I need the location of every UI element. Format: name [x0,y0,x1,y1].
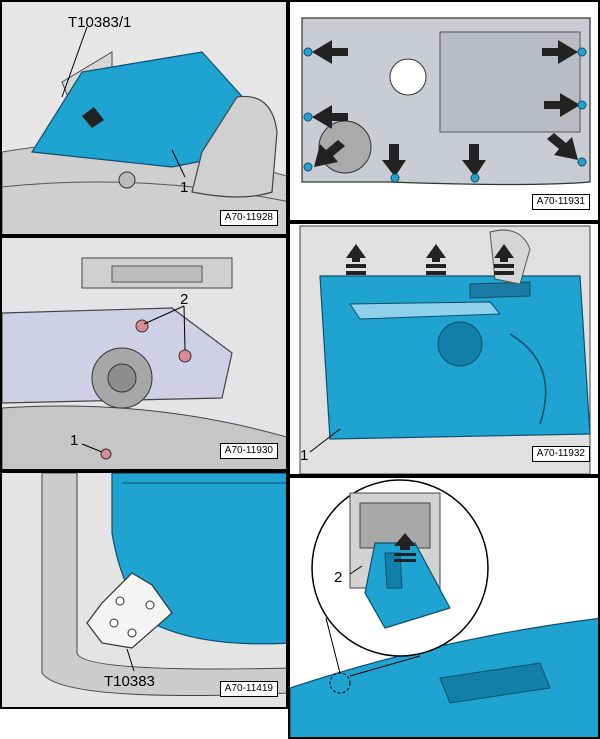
door-handle-illustration [2,2,286,234]
door-speaker-illustration [2,238,286,469]
tool-label-t10383: T10383 [104,673,155,690]
figure-ref: A70-11932 [531,446,590,462]
panel-trim-lift-off: 1 A70-11932 [288,222,600,476]
figure-ref: A70-11930 [219,443,278,459]
panel-release-clip-detail: 2 [288,476,600,739]
item-label-2: 2 [334,569,342,586]
panel1-callouts: T10383/1 1 [68,14,188,196]
panel-door-trim-clips: A70-11931 [288,0,600,222]
door-inner-frame-illustration [290,2,598,220]
panel3-callouts: 2 1 [70,291,188,449]
door-trim-panel-illustration [290,224,598,474]
door-frame-tool-illustration [2,473,286,707]
figure-ref: A70-11419 [219,681,278,697]
figure-ref: A70-11928 [219,210,278,226]
panel-door-handle-removal: T10383/1 1 A70-11928 [0,0,288,236]
panel5-callouts: T10383 [104,673,155,690]
item-label-1: 1 [180,179,188,196]
figure-ref: A70-11931 [531,194,590,210]
item-label-2: 2 [180,291,188,308]
panel-tool-t10383: T10383 A70-11419 [0,471,288,709]
panel-screws-removal: 2 1 A70-11930 [0,236,288,471]
panel4-callouts: 1 [300,447,308,464]
clip-detail-illustration [290,478,598,737]
panel6-callouts: 2 [334,569,342,586]
item-label-1: 1 [300,447,308,464]
item-label-1: 1 [70,432,78,449]
tool-label-t10383-1: T10383/1 [68,14,131,31]
